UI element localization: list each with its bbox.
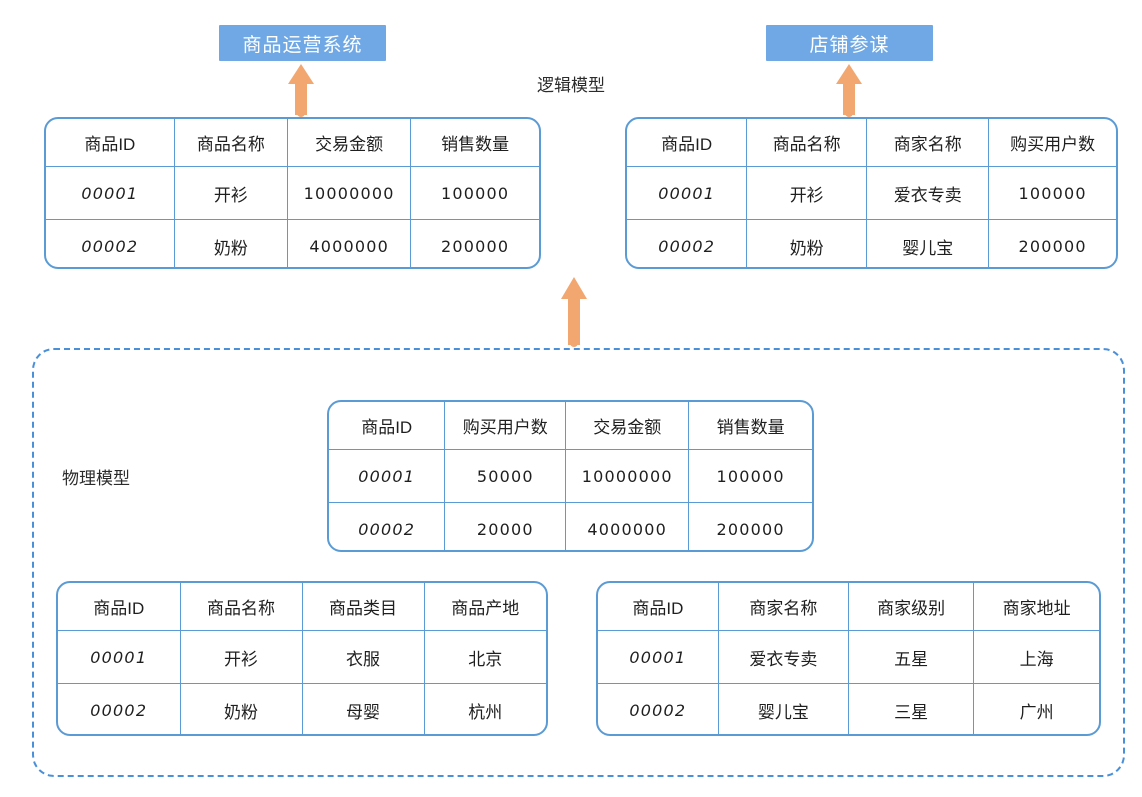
cell: 00001	[46, 166, 175, 220]
cell: 4000000	[565, 502, 690, 550]
table-header-row: 商品ID 商品名称 商品类目 商品产地	[58, 583, 546, 631]
physical-table-product: 商品ID 商品名称 商品类目 商品产地 00001 开衫 衣服 北京 00002…	[56, 581, 548, 736]
column-header: 商家名称	[866, 119, 990, 167]
cell: 20000	[444, 502, 567, 550]
cell: 200000	[988, 219, 1116, 267]
column-header: 销售数量	[688, 402, 812, 450]
cell: 奶粉	[179, 683, 303, 734]
cell: 10000000	[287, 166, 412, 220]
cell: 00002	[46, 219, 175, 267]
cell: 100000	[988, 166, 1116, 220]
logical-model-label: 逻辑模型	[537, 76, 605, 95]
column-header: 商品名称	[173, 119, 289, 167]
physical-table-merchant: 商品ID 商家名称 商家级别 商家地址 00001 爱衣专卖 五星 上海 000…	[596, 581, 1101, 736]
cell: 100000	[410, 166, 539, 220]
column-header: 交易金额	[565, 402, 690, 450]
system-badge-shop-advisor[interactable]: 店铺参谋	[766, 25, 933, 61]
cell: 开衫	[179, 630, 303, 684]
table-row: 00002 婴儿宝 三星 广州	[598, 683, 1099, 734]
physical-model-container	[32, 348, 1125, 777]
table-row: 00001 爱衣专卖 五星 上海	[598, 630, 1099, 684]
table-header-row: 商品ID 商品名称 商家名称 购买用户数	[627, 119, 1116, 167]
table-header-row: 商品ID 商家名称 商家级别 商家地址	[598, 583, 1099, 631]
table-row: 00002 奶粉 婴儿宝 200000	[627, 219, 1116, 267]
cell: 北京	[423, 630, 546, 684]
cell: 开衫	[746, 166, 868, 220]
cell: 杭州	[423, 683, 546, 734]
column-header: 商品ID	[329, 402, 446, 450]
cell: 00001	[58, 630, 181, 684]
cell: 衣服	[301, 630, 425, 684]
cell: 50000	[444, 449, 567, 503]
table-row: 00002 20000 4000000 200000	[329, 502, 812, 550]
cell: 10000000	[565, 449, 690, 503]
cell: 奶粉	[173, 219, 289, 267]
column-header: 购买用户数	[444, 402, 567, 450]
cell: 00001	[627, 166, 748, 220]
cell: 00001	[598, 630, 719, 684]
cell: 200000	[410, 219, 539, 267]
table-row: 00001 开衫 衣服 北京	[58, 630, 546, 684]
table-row: 00001 50000 10000000 100000	[329, 449, 812, 503]
arrow-to-product-ops-system-icon	[283, 62, 319, 117]
column-header: 商家地址	[973, 583, 1099, 631]
cell: 上海	[973, 630, 1099, 684]
cell: 五星	[847, 630, 975, 684]
logical-table-merchant: 商品ID 商品名称 商家名称 购买用户数 00001 开衫 爱衣专卖 10000…	[625, 117, 1118, 269]
column-header: 商品类目	[301, 583, 425, 631]
column-header: 商品ID	[627, 119, 748, 167]
column-header: 商家级别	[847, 583, 975, 631]
cell: 爱衣专卖	[717, 630, 849, 684]
column-header: 商品ID	[598, 583, 719, 631]
column-header: 商品ID	[58, 583, 181, 631]
logical-table-sales: 商品ID 商品名称 交易金额 销售数量 00001 开衫 10000000 10…	[44, 117, 541, 269]
cell: 母婴	[301, 683, 425, 734]
cell: 开衫	[173, 166, 289, 220]
arrow-to-shop-advisor-icon	[831, 62, 867, 117]
table-row: 00002 奶粉 4000000 200000	[46, 219, 539, 267]
column-header: 商品ID	[46, 119, 175, 167]
column-header: 购买用户数	[988, 119, 1116, 167]
table-header-row: 商品ID 商品名称 交易金额 销售数量	[46, 119, 539, 167]
cell: 00002	[58, 683, 181, 734]
arrow-physical-to-logical-icon	[556, 275, 592, 347]
cell: 00002	[627, 219, 748, 267]
cell: 爱衣专卖	[866, 166, 990, 220]
physical-table-metrics: 商品ID 购买用户数 交易金额 销售数量 00001 50000 1000000…	[327, 400, 814, 552]
table-row: 00001 开衫 爱衣专卖 100000	[627, 166, 1116, 220]
physical-model-label: 物理模型	[62, 469, 130, 488]
cell: 婴儿宝	[866, 219, 990, 267]
column-header: 商品名称	[746, 119, 868, 167]
table-row: 00001 开衫 10000000 100000	[46, 166, 539, 220]
cell: 婴儿宝	[717, 683, 849, 734]
cell: 广州	[973, 683, 1099, 734]
column-header: 交易金额	[287, 119, 412, 167]
system-badge-product-ops[interactable]: 商品运营系统	[219, 25, 386, 61]
cell: 00002	[329, 502, 446, 550]
cell: 三星	[847, 683, 975, 734]
cell: 100000	[688, 449, 812, 503]
cell: 奶粉	[746, 219, 868, 267]
column-header: 销售数量	[410, 119, 539, 167]
column-header: 商品名称	[179, 583, 303, 631]
cell: 200000	[688, 502, 812, 550]
cell: 00002	[598, 683, 719, 734]
cell: 00001	[329, 449, 446, 503]
table-header-row: 商品ID 购买用户数 交易金额 销售数量	[329, 402, 812, 450]
column-header: 商家名称	[717, 583, 849, 631]
table-row: 00002 奶粉 母婴 杭州	[58, 683, 546, 734]
column-header: 商品产地	[423, 583, 546, 631]
cell: 4000000	[287, 219, 412, 267]
